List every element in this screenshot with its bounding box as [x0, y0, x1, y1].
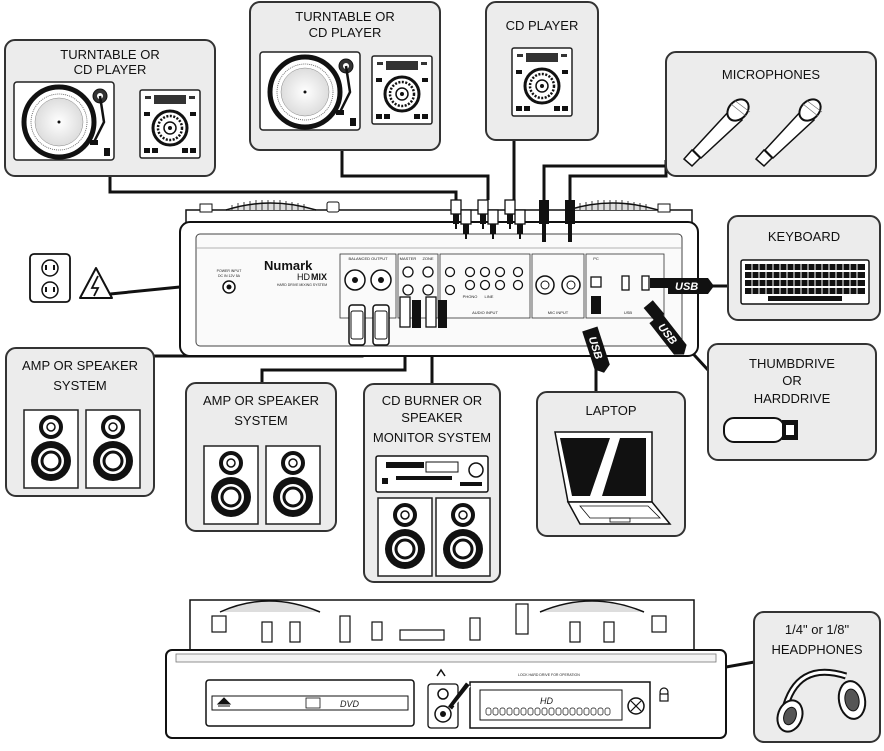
amp-or-speaker-system-middle: AMP OR SPEAKER SYSTEM — [185, 382, 337, 532]
headphones-label-line2: HEADPHONES — [771, 642, 862, 657]
hd-logo: HD — [540, 696, 553, 706]
headphones-label-line1: 1/4" or 1/8" — [785, 622, 850, 637]
thumbdrive-label-line3: HARDDRIVE — [754, 391, 831, 406]
laptop-label: LAPTOP — [585, 403, 636, 418]
balanced-output-label: BALANCED OUTPUT — [348, 256, 388, 261]
master-label: MASTER — [400, 256, 417, 261]
cd-burner-or-monitor-system: CD BURNER OR SPEAKER MONITOR SYSTEM — [363, 383, 501, 583]
electric-warning-icon — [79, 267, 113, 299]
phono-label: PHONO — [463, 294, 478, 299]
power-outlet-icon — [29, 253, 71, 303]
audio-input-label: AUDIO INPUT — [472, 310, 498, 315]
hd-lock-label: LOCK HARD DRIVE FOR OPERATION — [518, 673, 580, 677]
power-input-label: POWER INPUT — [217, 269, 243, 273]
zone-label: ZONE — [422, 256, 433, 261]
thumbdrive-label-line2: OR — [782, 373, 802, 388]
cd-player-label: CD PLAYER — [506, 18, 579, 33]
amp-left-label-line1: AMP OR SPEAKER — [22, 358, 138, 373]
amp-mid-label-line2: SYSTEM — [234, 413, 287, 428]
microphones-label: MICROPHONES — [722, 67, 821, 82]
amp-or-speaker-system-left: AMP OR SPEAKER SYSTEM — [5, 347, 155, 497]
dvd-logo: DVD — [340, 699, 360, 709]
turntable-left-label-line1: TURNTABLE OR — [60, 47, 159, 62]
cd-burner-label-line2: SPEAKER — [401, 410, 462, 425]
mixer-rear-panel: Numark HD MIX HARD DRIVE MIXING SYSTEM P… — [179, 199, 699, 357]
headphones: 1/4" or 1/8" HEADPHONES — [753, 611, 881, 743]
turntable-or-cd-player-top: TURNTABLE OR CD PLAYER — [249, 1, 441, 151]
brand-name: Numark — [264, 258, 313, 273]
model-prefix: HD — [297, 272, 310, 282]
model-subtitle: HARD DRIVE MIXING SYSTEM — [277, 283, 327, 287]
mixer-front-panel: DVD LOCK HARD DRIVE FOR OPERATION HD — [165, 599, 727, 739]
laptop: LAPTOP — [536, 391, 686, 537]
model-suffix: MIX — [311, 272, 327, 282]
line-label: LINE — [485, 294, 494, 299]
usb-label: USB — [624, 310, 633, 315]
turntable-top-label-line2: CD PLAYER — [309, 25, 382, 40]
svg-text:USB: USB — [675, 281, 698, 293]
keyboard-label: KEYBOARD — [768, 229, 840, 244]
usb-tag-laptop: USB — [582, 326, 610, 373]
cd-burner-label-line3: MONITOR SYSTEM — [373, 430, 491, 445]
amp-left-label-line2: SYSTEM — [53, 378, 106, 393]
keyboard: KEYBOARD — [727, 215, 881, 321]
amp-mid-label-line1: AMP OR SPEAKER — [203, 393, 319, 408]
usb-tag-keyboard: USB — [668, 278, 714, 294]
turntable-top-label-line1: TURNTABLE OR — [295, 9, 394, 24]
mic-input-label: MIC INPUT — [548, 310, 569, 315]
power-spec-label: DC IN 12V 5A — [218, 274, 241, 278]
microphones: MICROPHONES — [665, 51, 877, 177]
pc-label: PC — [593, 256, 599, 261]
thumbdrive-label-line1: THUMBDRIVE — [749, 356, 835, 371]
turntable-left-label-line2: CD PLAYER — [74, 62, 147, 77]
cd-player: CD PLAYER — [485, 1, 599, 141]
turntable-or-cd-player-left: TURNTABLE OR CD PLAYER — [4, 39, 216, 177]
thumbdrive-or-harddrive: THUMBDRIVE OR HARDDRIVE — [707, 343, 877, 461]
cd-burner-label-line1: CD BURNER OR — [382, 393, 482, 408]
